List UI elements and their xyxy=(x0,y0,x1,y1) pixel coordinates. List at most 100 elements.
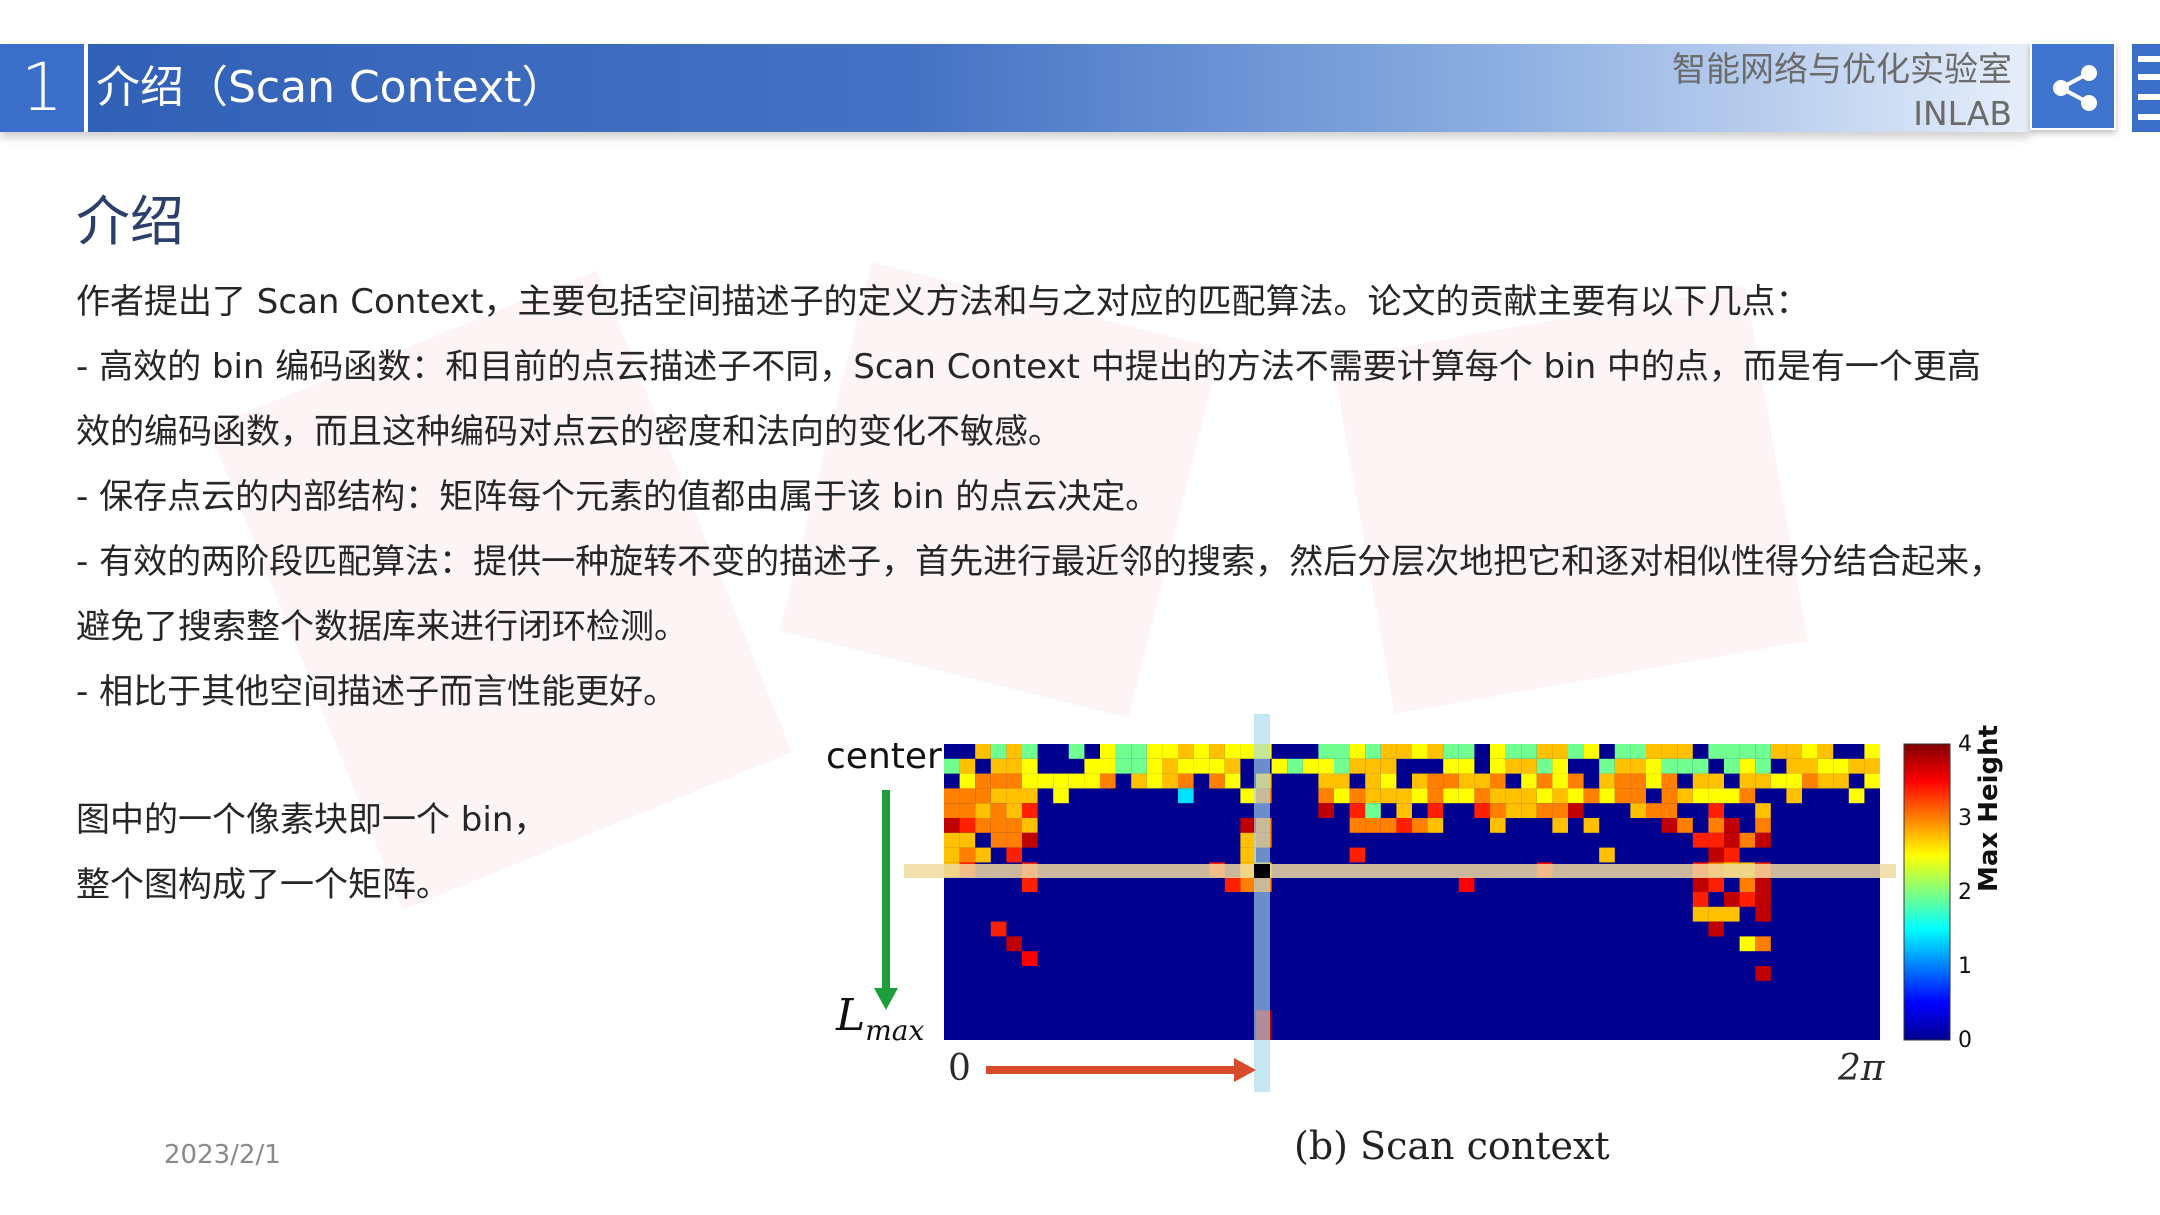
heatmap-cell xyxy=(1646,758,1662,774)
share-button[interactable] xyxy=(2030,42,2116,130)
heatmap-cell xyxy=(1630,773,1646,789)
heatmap-cell xyxy=(1833,758,1849,774)
heatmap-cell xyxy=(1677,744,1693,759)
heatmap-cell xyxy=(1256,788,1272,804)
heatmap-cell xyxy=(1661,803,1678,818)
heatmap-cell xyxy=(1146,773,1163,789)
heatmap-cell xyxy=(1708,773,1724,789)
menu-line xyxy=(2138,94,2160,100)
heatmap-cell xyxy=(1614,773,1631,789)
highlight-row-band xyxy=(904,864,1896,878)
heatmap-cell xyxy=(1224,744,1241,759)
heatmap-cell xyxy=(1770,744,1787,759)
heatmap-cell xyxy=(1412,773,1428,789)
heatmap-cell xyxy=(1256,862,1272,878)
heatmap-cell xyxy=(1505,744,1522,759)
menu-line xyxy=(2138,74,2160,80)
heatmap-cell xyxy=(1224,773,1241,789)
heatmap-cell xyxy=(1443,788,1459,804)
heatmap-cell xyxy=(1396,803,1412,818)
heatmap-cell xyxy=(1786,773,1802,789)
heatmap-cell xyxy=(1443,758,1459,774)
heatmap-cell xyxy=(1349,788,1366,804)
colorbar-tick: 2 xyxy=(1958,880,1972,905)
paragraph-line: 效的编码函数，而且这种编码对点云的密度和法向的变化不敏感。 xyxy=(76,412,1062,452)
heatmap-cell xyxy=(990,832,1007,848)
heatmap-cell xyxy=(1552,744,1568,759)
heatmap-cell xyxy=(1755,773,1771,789)
heatmap-cell xyxy=(1162,758,1178,774)
heatmap-cell xyxy=(1443,773,1459,789)
heatmap-cell xyxy=(1568,773,1584,789)
heatmap-cell xyxy=(1568,803,1584,818)
heatmap-cell xyxy=(1739,877,1756,892)
heatmap-cell xyxy=(1256,832,1272,848)
heatmap-cell xyxy=(1022,758,1038,774)
heatmap-cell xyxy=(1240,877,1256,892)
colorbar-tick: 0 xyxy=(1958,1028,1972,1053)
heatmap-cell xyxy=(1240,862,1256,878)
heatmap-cell xyxy=(1739,936,1756,952)
heatmap-cell xyxy=(1412,818,1428,833)
heatmap-cell xyxy=(1708,744,1724,759)
section-number: 1 xyxy=(0,44,88,132)
colorbar-tick: 3 xyxy=(1958,806,1972,831)
heatmap-cell xyxy=(1178,773,1194,789)
heatmap-cell xyxy=(1739,788,1756,804)
heatmap-cell xyxy=(944,758,960,774)
heatmap-cell xyxy=(1583,788,1600,804)
heatmap-cell xyxy=(1614,744,1631,759)
heatmap-cell xyxy=(1006,788,1022,804)
heatmap-cell xyxy=(1006,773,1022,789)
heatmap-cell xyxy=(1708,877,1724,892)
heatmap-cell xyxy=(1692,832,1709,848)
heatmap-cell xyxy=(1458,773,1475,789)
heatmap-cell xyxy=(1490,818,1506,833)
heatmap-cell xyxy=(1427,744,1444,759)
heatmap-cell xyxy=(1240,818,1256,833)
menu-edge-button[interactable] xyxy=(2132,44,2160,132)
heatmap-cell xyxy=(1427,818,1444,833)
angular-arrow-head xyxy=(1234,1058,1256,1082)
heatmap-cell xyxy=(1583,818,1600,833)
heatmap-cell xyxy=(1708,803,1724,818)
heatmap-cell xyxy=(1505,758,1522,774)
heatmap-cell xyxy=(959,818,976,833)
heatmap-cell xyxy=(1490,744,1506,759)
figure-tick-end: 2π xyxy=(1838,1048,1885,1089)
paragraph-line: 作者提出了 Scan Context，主要包括空间描述子的定义方法和与之对应的匹… xyxy=(76,282,1810,322)
heatmap-cell xyxy=(1365,803,1381,818)
heatmap-cell xyxy=(1068,744,1085,759)
heatmap-cell xyxy=(990,803,1007,818)
date-stamp: 2023/2/1 xyxy=(164,1140,281,1170)
heatmap-cell xyxy=(1365,744,1381,759)
heatmap-cell xyxy=(1568,744,1584,759)
colorbar-tick: 4 xyxy=(1958,732,1972,757)
heatmap-cell xyxy=(1708,862,1724,878)
heatmap-cell xyxy=(1365,818,1381,833)
heatmap-cell xyxy=(1474,803,1490,818)
heatmap-cell xyxy=(1022,862,1038,878)
colorbar-label: Max Height xyxy=(1974,724,2004,892)
heatmap-cell xyxy=(1505,788,1522,804)
heatmap-cell xyxy=(1209,744,1225,759)
heatmap-cell xyxy=(1661,818,1678,833)
heatmap-cell xyxy=(1334,788,1350,804)
heatmap-cell xyxy=(975,803,991,818)
heatmap-cell xyxy=(1724,788,1740,804)
heatmap-cell xyxy=(1521,773,1537,789)
heatmap-cell xyxy=(1677,758,1693,774)
heatmap-cell xyxy=(1022,818,1038,833)
heatmap-cell xyxy=(1755,818,1771,833)
heatmap-cell xyxy=(1552,788,1568,804)
heatmap-cell xyxy=(990,758,1007,774)
heatmap-cell xyxy=(959,832,976,848)
heatmap-cell xyxy=(1661,758,1678,774)
heatmap-cell xyxy=(1755,877,1771,892)
heatmap-cell xyxy=(1474,773,1490,789)
heatmap-cell xyxy=(1380,758,1397,774)
heatmap-cell xyxy=(1724,862,1740,878)
paragraph-line: - 高效的 bin 编码函数：和目前的点云描述子不同，Scan Context … xyxy=(76,347,1981,387)
heatmap-cell xyxy=(1802,744,1818,759)
paragraph-line: - 保存点云的内部结构：矩阵每个元素的值都由属于该 bin 的点云决定。 xyxy=(76,477,1160,517)
